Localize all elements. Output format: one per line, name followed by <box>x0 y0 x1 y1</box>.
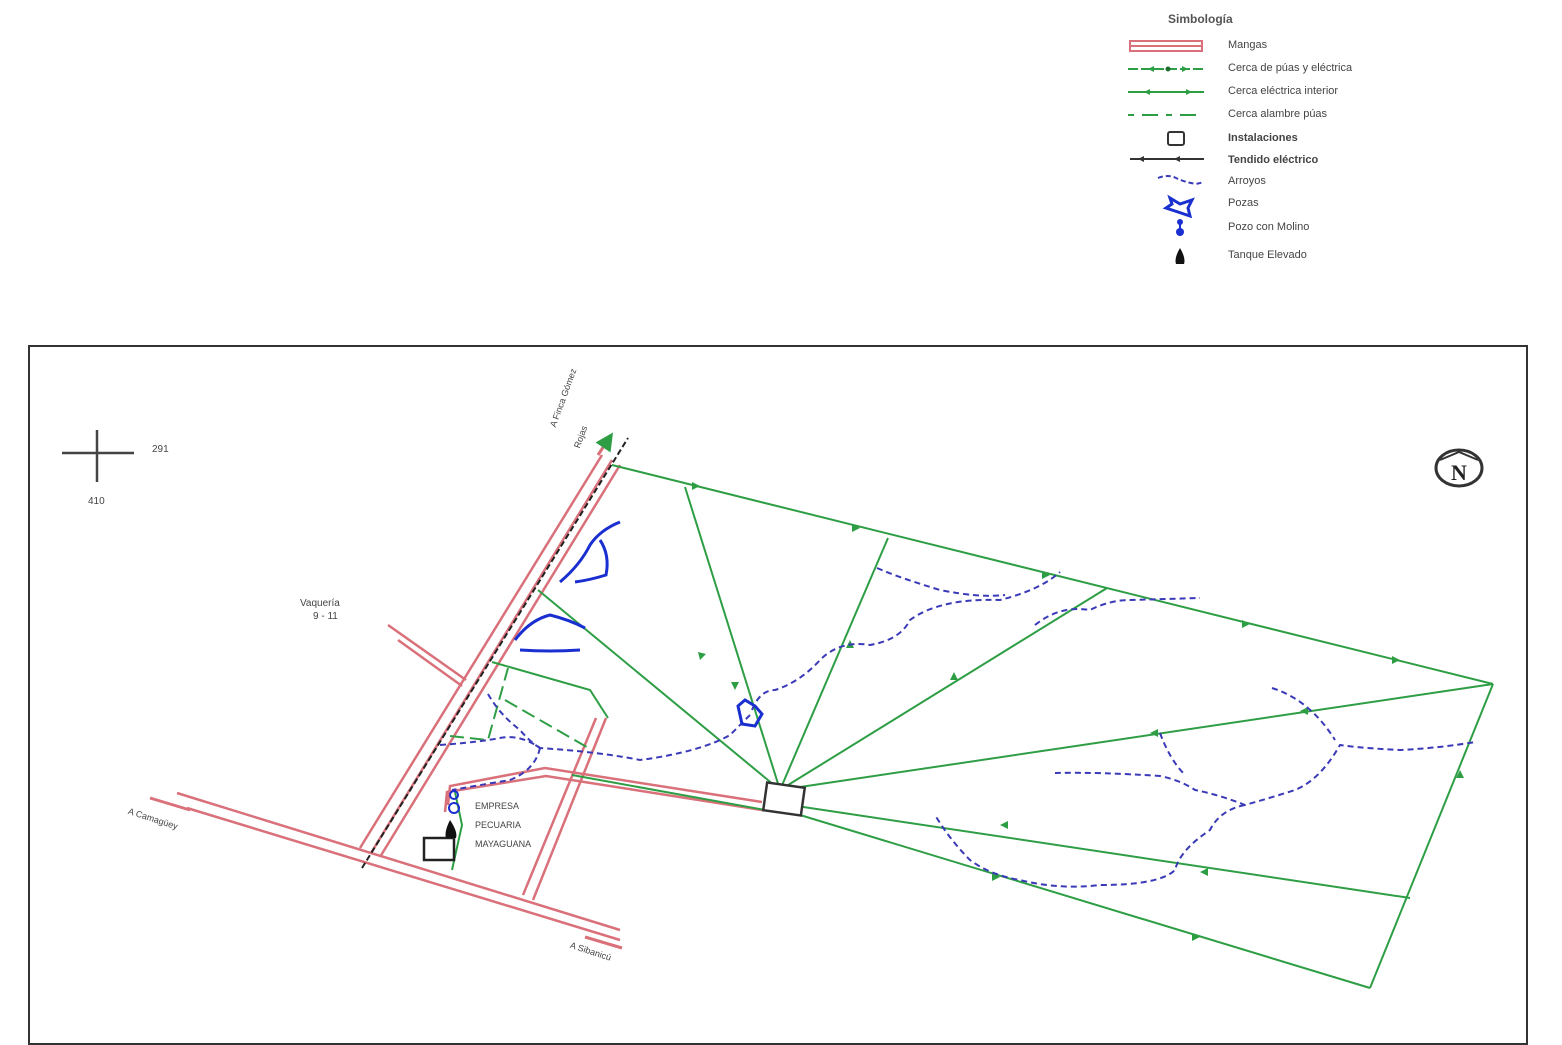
map-legend: Simbología Mangas Cerca de púas y eléctr… <box>1120 8 1420 278</box>
ponds <box>513 520 764 728</box>
electric-line <box>361 437 629 869</box>
coordinate-cross-icon <box>62 430 134 482</box>
well-windmill-icon <box>1176 219 1184 236</box>
green-dashed-line-icon <box>1128 114 1204 116</box>
square-outline-icon <box>1167 131 1185 146</box>
legend-item-arroyos: Arroyos <box>1120 172 1420 192</box>
coord-y-label: 410 <box>88 496 105 507</box>
vaqueria-label: Vaquería <box>300 598 340 609</box>
water-tank-marker-icon <box>445 820 457 838</box>
road-arrow-south <box>584 935 623 950</box>
stream-icon <box>1157 175 1205 186</box>
water-tank-icon <box>1175 248 1185 264</box>
legend-item-cerca-alambre-puas: Cerca alambre púas <box>1120 105 1420 125</box>
fences <box>449 464 1494 989</box>
legend-item-mangas: Mangas <box>1120 36 1420 56</box>
fence-arrow-markers <box>692 482 1464 941</box>
road-arrow-west <box>149 796 191 812</box>
green-line-arrows-icon <box>1128 89 1204 95</box>
legend-item-tanque-elevado: Tanque Elevado <box>1120 246 1420 266</box>
legend-item-cerca-puas-electrica: Cerca de púas y eléctrica <box>1120 59 1420 79</box>
streams <box>439 567 1476 888</box>
company-label-1: EMPRESA <box>475 801 520 811</box>
pond-icon <box>1162 194 1195 218</box>
company-label-3: MAYAGUANA <box>475 839 532 849</box>
installation-main <box>761 781 807 817</box>
legend-item-pozas: Pozas <box>1120 194 1420 218</box>
svg-text:N: N <box>1451 460 1467 485</box>
green-arrow-line-icon <box>1128 66 1204 72</box>
roads <box>176 454 763 942</box>
legend-item-tendido-electrico: Tendido eléctrico <box>1120 151 1420 171</box>
legend-item-instalaciones: Instalaciones <box>1120 129 1420 149</box>
double-red-line-icon <box>1129 40 1203 52</box>
coord-x-label: 291 <box>152 444 169 455</box>
legend-item-cerca-electrica-interior: Cerca eléctrica interior <box>1120 82 1420 102</box>
legend-title: Simbología <box>1168 12 1233 26</box>
company-label-2: PECUARIA <box>475 820 522 830</box>
road-arrow-north <box>595 432 613 456</box>
black-arrow-line-icon <box>1130 156 1204 162</box>
vaqueria-number-label: 9 - 11 <box>313 611 338 622</box>
north-arrow-icon: N <box>1434 448 1484 488</box>
map-canvas: N <box>62 430 1494 989</box>
well-windmill-marker-icon <box>448 790 460 814</box>
installation-company <box>422 836 456 862</box>
legend-item-pozo-molino: Pozo con Molino <box>1120 218 1420 238</box>
